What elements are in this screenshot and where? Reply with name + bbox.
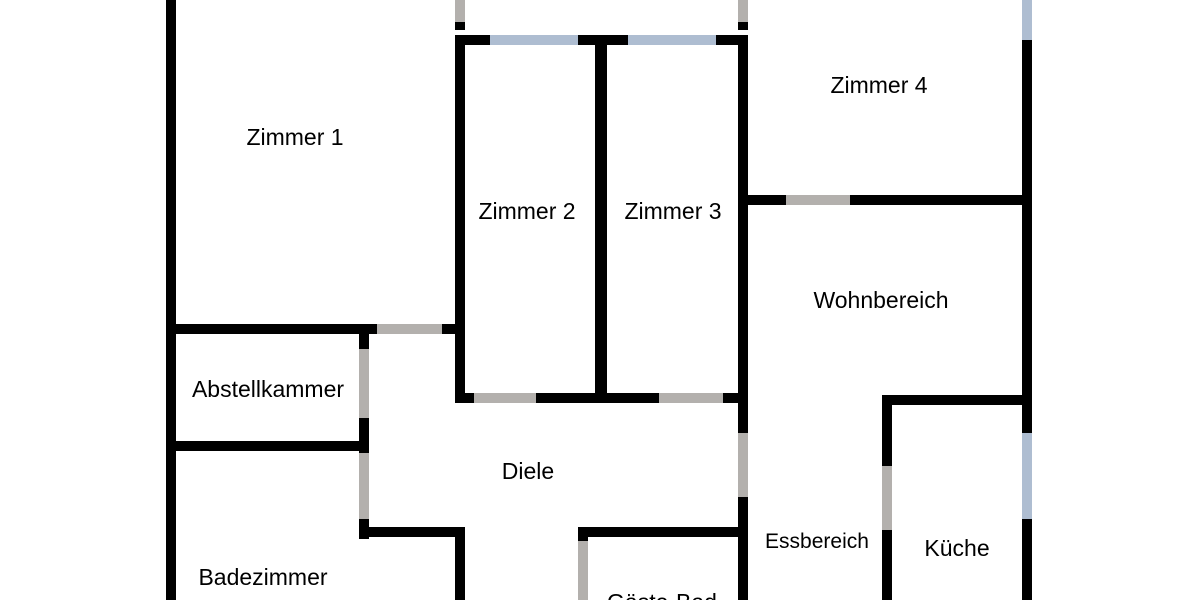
- door-zimmer-2: [474, 393, 536, 403]
- room-label-essbereich: Essbereich: [765, 530, 869, 553]
- wall-between-zimmer-2-3: [595, 35, 607, 403]
- door-zimmer-1: [377, 324, 442, 334]
- door-badezimmer: [359, 453, 369, 519]
- door-abstellkammer: [359, 349, 369, 418]
- window-zimmer-2: [490, 35, 578, 45]
- doors: [359, 0, 892, 600]
- wall-zimmer-3-right: [738, 35, 748, 403]
- room-label-zimmer-4: Zimmer 4: [830, 72, 927, 98]
- wall-bottom-rooms-2-3: [455, 393, 748, 403]
- door-kueche: [882, 466, 892, 530]
- door-zimmer-4: [786, 195, 850, 205]
- room-labels: Zimmer 1 Zimmer 2 Zimmer 3 Zimmer 4 Wohn…: [192, 72, 990, 600]
- wall-kitchen-top: [882, 395, 1032, 405]
- window-kueche: [1022, 433, 1032, 519]
- wall-left-outer: [166, 0, 176, 600]
- room-label-kueche: Küche: [924, 535, 989, 561]
- wall-zimmer-1-bottom: [166, 324, 465, 334]
- wall-zimmer-4-bottom: [738, 195, 1032, 205]
- room-label-gaeste-bad: Gäste-Bad: [607, 589, 717, 600]
- wall-storage-bottom: [166, 441, 369, 451]
- door-essbereich: [738, 433, 748, 497]
- walls: [166, 0, 1032, 600]
- room-label-zimmer-2: Zimmer 2: [478, 198, 575, 224]
- room-label-badezimmer: Badezimmer: [198, 564, 327, 590]
- window-zimmer-3: [628, 35, 716, 45]
- door-zimmer-3: [659, 393, 723, 403]
- wall-guest-bath-top: [578, 527, 748, 537]
- door-top-right: [738, 0, 748, 22]
- wall-zimmer-2-left: [455, 35, 465, 403]
- door-top-left: [455, 0, 465, 22]
- wall-bath-top: [359, 527, 465, 537]
- room-label-abstellkammer: Abstellkammer: [192, 376, 344, 402]
- room-label-zimmer-1: Zimmer 1: [246, 124, 343, 150]
- room-label-zimmer-3: Zimmer 3: [624, 198, 721, 224]
- door-gaeste-bad: [578, 541, 588, 600]
- wall-right-outer: [1022, 0, 1032, 600]
- windows: [490, 0, 1032, 519]
- room-label-diele: Diele: [502, 458, 554, 484]
- wall-storage-right: [359, 324, 369, 539]
- window-zimmer-4: [1022, 0, 1032, 40]
- room-label-wohnbereich: Wohnbereich: [813, 287, 948, 313]
- wall-bath-right: [455, 527, 465, 600]
